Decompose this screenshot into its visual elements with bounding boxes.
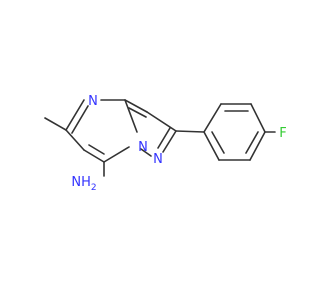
- ring-bond-n7a-c7: [103, 146, 130, 163]
- ring-bond-c3a-n7a: [124, 99, 138, 133]
- nitrogen-label-pyrazole: N: [153, 152, 163, 167]
- chemical-structure: N N N F NH2: [44, 94, 287, 193]
- benzene-bond-4-5-double: [245, 131, 266, 161]
- ring-bond-c3a-c3-double: [124, 99, 148, 118]
- bond-lines: [44, 99, 276, 177]
- ring-bond-c6-c5: [65, 129, 85, 151]
- benzene-bond-2-3-double: [220, 103, 252, 112]
- ring-bond-c7-c6-double: [83, 144, 105, 163]
- amine-subscript: 2: [91, 183, 97, 193]
- benzene-bond-6-1-double: [203, 131, 225, 161]
- amine-main-label: NH: [71, 175, 91, 190]
- nitrogen-label-bridge: N: [138, 140, 148, 155]
- phenyl-link-bond: [175, 130, 205, 133]
- ring-bond-n1-n7a: [140, 148, 152, 157]
- nitrogen-label-top: N: [88, 94, 98, 109]
- benzene-bond-1-2: [203, 103, 222, 133]
- benzene-bond-3-4: [250, 103, 266, 133]
- ring-bond-c5-n4-double: [65, 99, 89, 134]
- ring-bond-c2-n1-double: [157, 127, 177, 153]
- fluorine-label: F: [279, 126, 286, 141]
- ring-bond-c3-c2: [146, 111, 177, 132]
- amine-label: NH2: [71, 175, 96, 193]
- methyl-bond: [44, 117, 67, 131]
